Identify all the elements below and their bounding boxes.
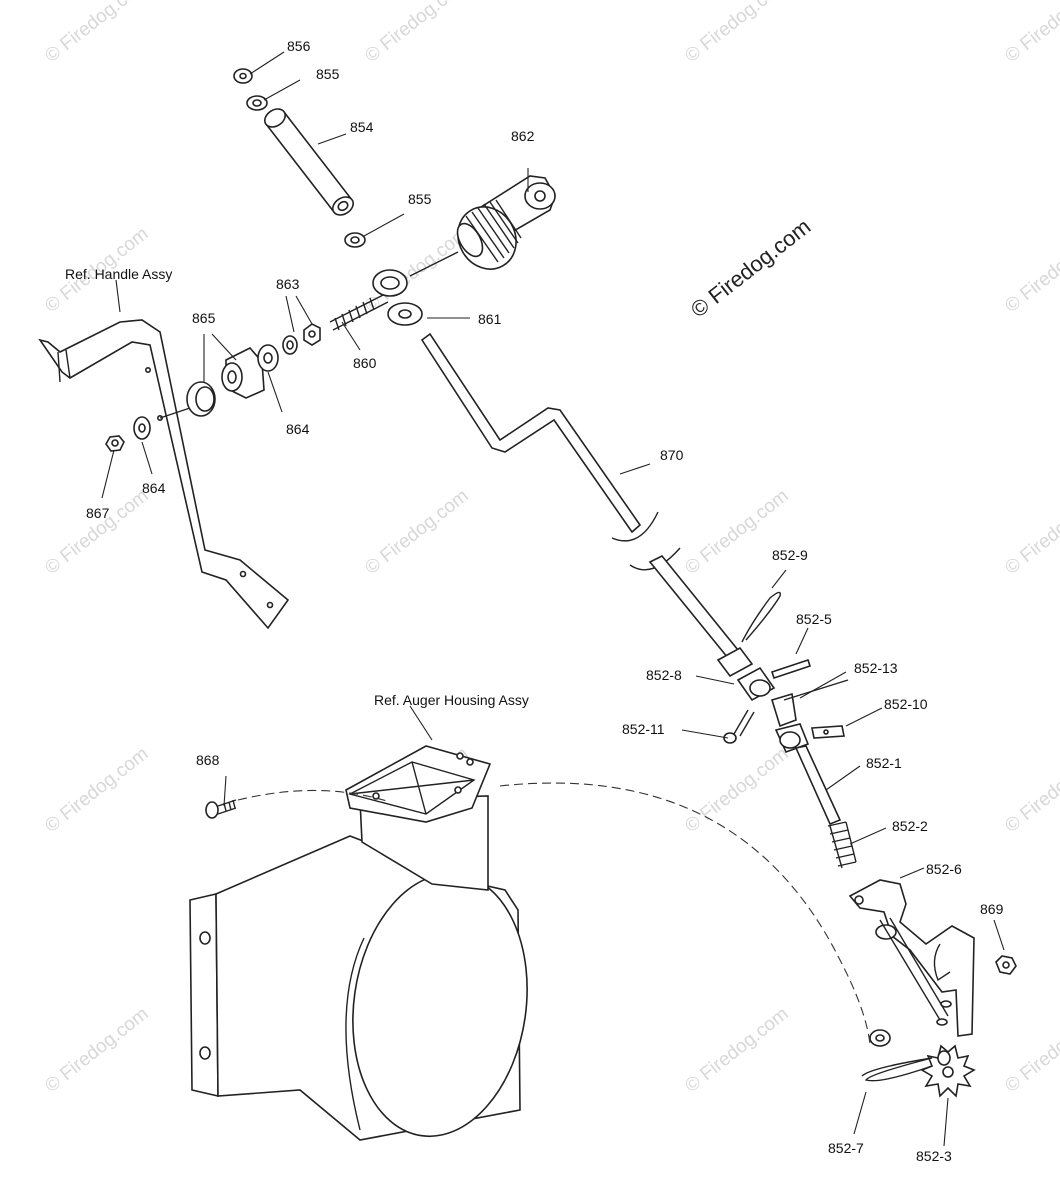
callout-860: 860: [353, 355, 377, 371]
chute-crank-rod: [420, 332, 659, 542]
bushing: [159, 347, 265, 419]
callout-856: 856: [287, 38, 311, 54]
alignment-path: [499, 782, 871, 1045]
callout-852-3: 852-3: [916, 1148, 952, 1164]
alignment-path: [237, 789, 391, 803]
hex-nut: [282, 323, 321, 355]
universal-joint: [716, 646, 810, 754]
callout-864: 864: [286, 421, 310, 437]
reference-label-handle: Ref. Handle Assy: [65, 266, 173, 282]
callout-852-5: 852-5: [796, 611, 832, 627]
flat-washer: [869, 1029, 891, 1047]
callout-869: 869: [980, 901, 1004, 917]
callout-870: 870: [660, 447, 684, 463]
callout-852-6: 852-6: [926, 861, 962, 877]
auger-housing: [189, 745, 528, 1141]
hairpin-clip: [861, 1057, 933, 1082]
callout-863: 863: [276, 276, 300, 292]
handle-bracket: [38, 319, 290, 630]
callout-852-7: 852-7: [828, 1140, 864, 1156]
callout-854: 854: [350, 119, 374, 135]
callout-855: 855: [316, 66, 340, 82]
carriage-bolt: [723, 709, 755, 744]
pin: [783, 679, 849, 701]
callout-852-13: 852-13: [854, 660, 898, 676]
carriage-bolt: [205, 799, 237, 819]
eye-bolt: [329, 269, 408, 331]
hex-nut: [995, 955, 1017, 975]
callout-865: 865: [192, 310, 216, 326]
callout-852-2: 852-2: [892, 818, 928, 834]
leader-lines: [101, 51, 1005, 1147]
callout-852-11: 852-11: [622, 721, 665, 737]
callout-868: 868: [196, 752, 220, 768]
callout-867: 867: [86, 505, 110, 521]
flat-washer: [133, 416, 151, 440]
chute-crank-rod: [629, 547, 740, 660]
chute-bracket: [848, 879, 975, 1037]
lock-nut: [105, 435, 125, 452]
clip-ring: [233, 68, 253, 84]
callout-862: 862: [511, 128, 535, 144]
nylon-washer: [387, 302, 423, 326]
callout-855: 855: [408, 191, 432, 207]
flat-washer: [344, 232, 366, 248]
sleeve-tube: [263, 108, 355, 216]
crank-handle: [409, 175, 556, 277]
reference-label-auger: Ref. Auger Housing Assy: [374, 692, 529, 708]
clevis-pin: [811, 725, 845, 739]
callout-864: 864: [142, 480, 166, 496]
drive-shaft: [794, 745, 842, 826]
compression-spring: [827, 821, 857, 869]
callout-852-10: 852-10: [884, 696, 928, 712]
hairpin-clip: [741, 591, 781, 643]
flat-washer: [257, 344, 279, 372]
callout-852-9: 852-9: [772, 547, 808, 563]
pinion-gear: [920, 1044, 976, 1098]
roll-pin: [770, 658, 812, 680]
callout-852-8: 852-8: [646, 667, 682, 683]
callout-852-1: 852-1: [866, 755, 902, 771]
callout-861: 861: [478, 311, 502, 327]
flat-washer: [246, 95, 268, 111]
